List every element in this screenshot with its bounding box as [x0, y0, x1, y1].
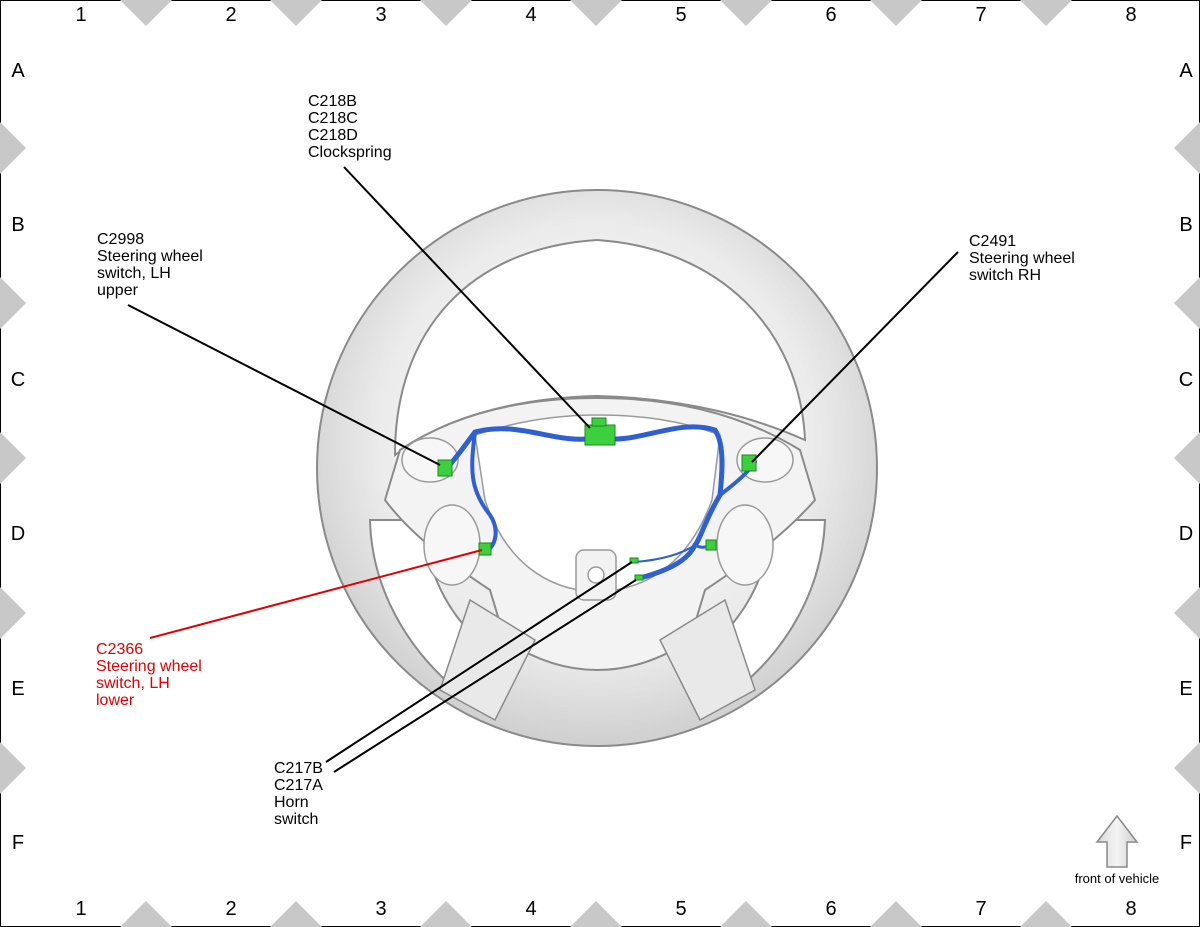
callout-line: switch, LH	[97, 265, 171, 282]
callout-line: Horn	[274, 794, 309, 811]
grid-col-7-bottom: 7	[975, 898, 987, 920]
callout-line: Steering wheel	[97, 248, 203, 265]
grid-row-f-left: F	[11, 832, 25, 854]
grid-col-8-bottom: 8	[1125, 898, 1137, 920]
grid-col-6-top: 6	[825, 4, 837, 26]
callout-clockspring: C218B C218C C218D Clockspring	[308, 93, 392, 161]
grid-row-a-right: A	[1179, 60, 1193, 82]
top-grid-markers	[120, 0, 1072, 26]
bottom-grid-markers	[120, 901, 1072, 927]
grid-col-6-bottom: 6	[825, 898, 837, 920]
grid-row-c-right: C	[1178, 369, 1194, 391]
callout-line: upper	[97, 282, 138, 299]
callout-line: Clockspring	[308, 144, 392, 161]
callout-lh-upper-switch: C2998 Steering wheel switch, LH upper	[97, 231, 203, 299]
horn-connector-b	[634, 574, 644, 581]
left-grid-markers	[0, 122, 26, 794]
grid-col-1-bottom: 1	[75, 898, 87, 920]
grid-col-4-bottom: 4	[525, 898, 537, 920]
grid-row-a-left: A	[11, 60, 25, 82]
callout-line: Steering wheel	[96, 658, 202, 675]
grid-col-2-top: 2	[225, 4, 237, 26]
callout-line: C217B	[274, 760, 323, 777]
horn-connector-a	[629, 557, 639, 564]
front-of-vehicle-label: front of vehicle	[1074, 871, 1160, 886]
grid-row-d-right: D	[1178, 523, 1194, 545]
callout-line: C2998	[97, 231, 145, 248]
grid-col-7-top: 7	[975, 4, 987, 26]
grid-row-e-right: E	[1179, 678, 1193, 700]
connectors	[437, 417, 757, 581]
leader-rh	[751, 251, 959, 463]
grid-row-b-right: B	[1179, 214, 1193, 236]
callout-line: C2491	[969, 233, 1017, 250]
right-grid-markers	[1174, 122, 1200, 794]
rh-connector	[741, 454, 757, 472]
callout-lh-lower-switch: C2366 Steering wheel switch, LH lower	[96, 641, 202, 709]
grid-row-f-right: F	[1179, 832, 1193, 854]
callout-line: switch	[274, 811, 319, 828]
grid-col-2-bottom: 2	[225, 898, 237, 920]
lh-lower-connector	[478, 542, 492, 556]
up-arrow-icon	[1095, 814, 1139, 868]
grid-row-d-left: D	[10, 523, 26, 545]
grid-col-5-top: 5	[675, 4, 687, 26]
leader-lh-lower	[149, 549, 483, 639]
grid-row-c-left: C	[10, 369, 26, 391]
steering-wheel-illustration	[316, 189, 878, 747]
grid-row-b-left: B	[11, 214, 25, 236]
callout-horn-switch: C217B C217A Horn switch	[274, 760, 323, 828]
callout-line: C2366	[96, 641, 144, 658]
grid-col-1-top: 1	[75, 4, 87, 26]
grid-row-e-left: E	[11, 678, 25, 700]
leader-lines	[127, 166, 959, 773]
grid-col-8-top: 8	[1125, 4, 1137, 26]
callout-line: Steering wheel	[969, 250, 1075, 267]
callout-line: lower	[96, 692, 135, 709]
grid-col-5-bottom: 5	[675, 898, 687, 920]
callout-line: C217A	[274, 777, 323, 794]
grid-col-3-top: 3	[375, 4, 387, 26]
grid-col-4-top: 4	[525, 4, 537, 26]
leader-horn-b	[325, 561, 633, 763]
callout-line: C218D	[308, 127, 358, 144]
grid-col-3-bottom: 3	[375, 898, 387, 920]
lh-upper-connector	[437, 459, 453, 477]
callout-line: switch RH	[969, 267, 1042, 284]
leader-lh-upper	[127, 304, 441, 466]
leader-horn-a	[333, 579, 637, 773]
callout-line: C218B	[308, 93, 357, 110]
callout-line: C218C	[308, 110, 358, 127]
callout-line: switch, LH	[96, 675, 170, 692]
callout-rh-switch: C2491 Steering wheel switch RH	[969, 233, 1075, 284]
leader-clockspring	[343, 166, 591, 429]
